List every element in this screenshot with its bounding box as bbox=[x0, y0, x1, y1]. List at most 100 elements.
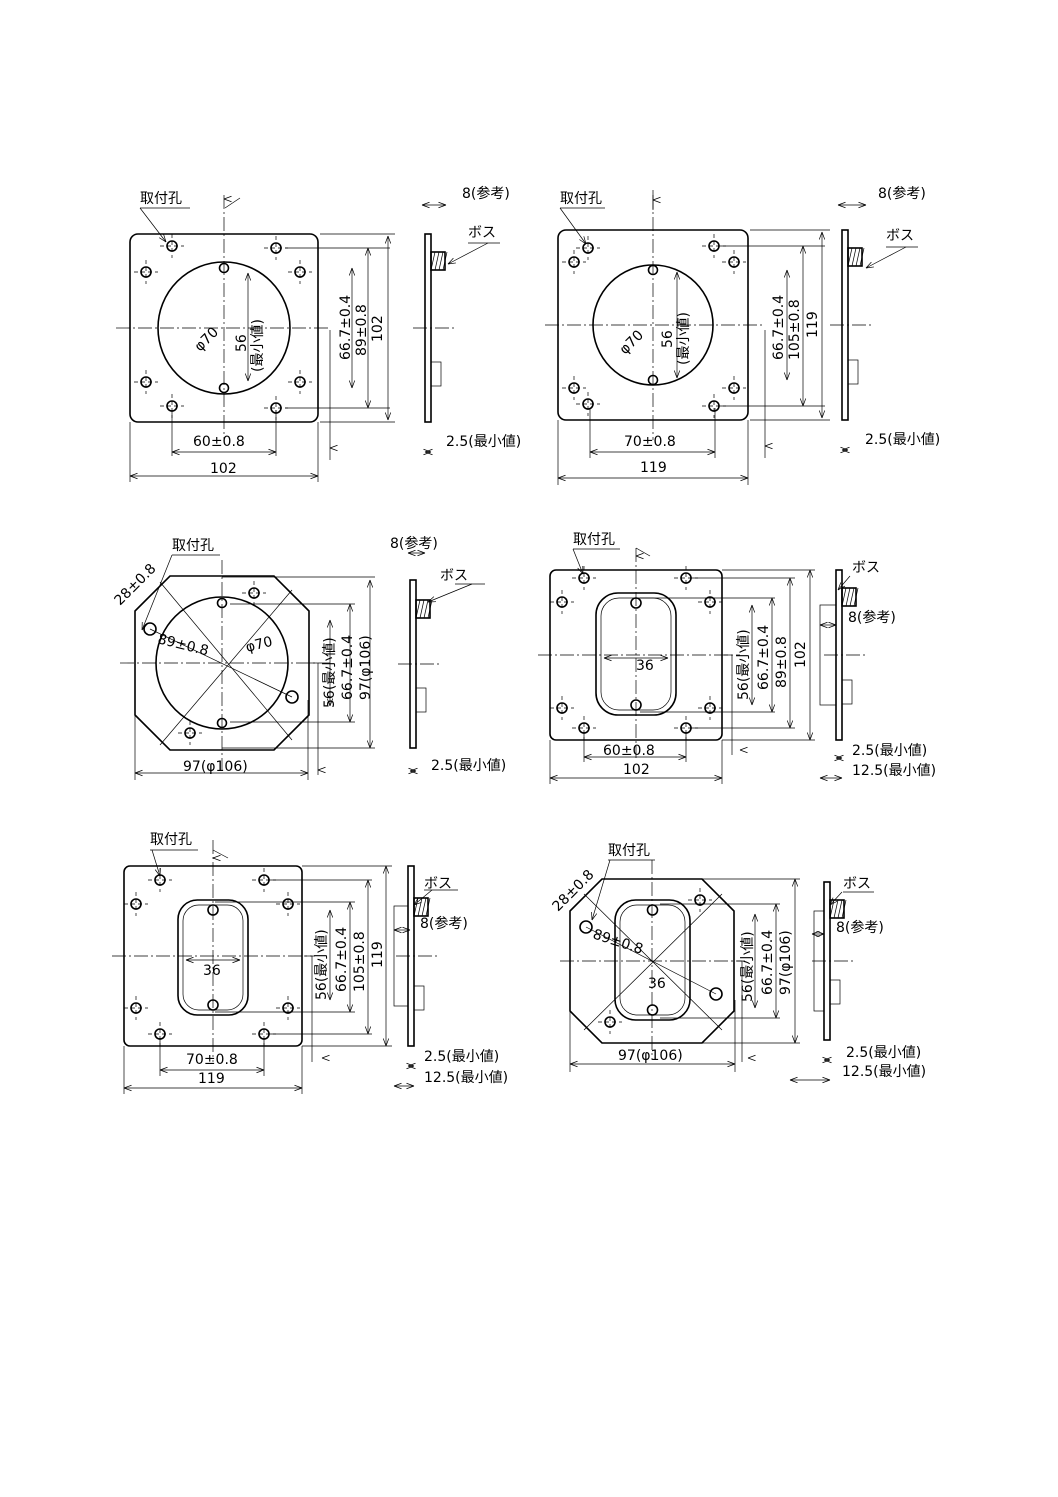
dim-thickness: 2.5(最小値) bbox=[431, 758, 506, 774]
arrowhead bbox=[393, 1082, 402, 1090]
arrowhead bbox=[329, 444, 338, 452]
arrowhead bbox=[185, 956, 194, 964]
arrowhead bbox=[346, 901, 354, 910]
arrowhead bbox=[384, 412, 392, 421]
dim-66-7: 66.7±0.4 bbox=[760, 930, 776, 995]
dim-depth: 12.5(最小値) bbox=[852, 763, 936, 779]
dim-min-56: 56(最小値) bbox=[322, 637, 338, 708]
arrowhead bbox=[786, 720, 794, 729]
side-tab bbox=[430, 361, 442, 387]
label-boss: ボス bbox=[440, 568, 468, 584]
mounting-hole bbox=[647, 264, 659, 276]
arrowhead bbox=[660, 654, 669, 662]
arrowhead bbox=[417, 549, 426, 557]
arrowhead bbox=[673, 271, 681, 280]
dim-slot-36: 36 bbox=[636, 658, 654, 674]
arrowhead bbox=[783, 269, 791, 278]
arrowhead bbox=[223, 195, 232, 203]
label-mount-hole: 取付孔 bbox=[150, 832, 192, 848]
arrowhead bbox=[828, 621, 837, 629]
arrowhead bbox=[806, 732, 814, 741]
leader-line bbox=[427, 583, 473, 603]
dim-hole-diameter: φ70 bbox=[192, 324, 222, 354]
dim-depth: 12.5(最小値) bbox=[842, 1064, 926, 1080]
arrowhead bbox=[829, 897, 838, 906]
boss-hatching bbox=[425, 897, 431, 917]
label-mount-hole: 取付孔 bbox=[140, 191, 182, 207]
label-mount-hole: 取付孔 bbox=[608, 843, 650, 859]
arrowhead bbox=[300, 769, 309, 777]
boss-hatching bbox=[430, 251, 436, 271]
side-tab bbox=[413, 985, 425, 1011]
leader-line bbox=[559, 207, 587, 245]
arrowhead bbox=[751, 913, 759, 922]
dim-thickness: 2.5(最小値) bbox=[852, 743, 927, 759]
dim-slot-36: 36 bbox=[648, 976, 666, 992]
boss-hatching bbox=[847, 247, 853, 267]
arrowhead bbox=[714, 774, 723, 782]
dim-diag-89: 89±0.8 bbox=[156, 631, 210, 659]
figure-1-square-102-round: 取付孔 8(参考) ボス φ70 56 (最小値) 66.7±0.4 89±0.… bbox=[140, 185, 521, 477]
leader-line bbox=[447, 242, 489, 265]
label-boss: ボス bbox=[424, 876, 452, 892]
arrowhead bbox=[406, 1082, 415, 1090]
mounting-hole bbox=[579, 920, 593, 934]
arrowhead bbox=[822, 1076, 831, 1084]
label-mount-hole: 取付孔 bbox=[560, 191, 602, 207]
dim-pitch: 60±0.8 bbox=[603, 743, 655, 759]
arrowhead bbox=[840, 446, 849, 454]
arrowhead bbox=[835, 754, 844, 762]
arrowhead bbox=[364, 247, 372, 256]
dim-min-56: 56(最小値) bbox=[314, 929, 330, 1000]
leader-line bbox=[829, 891, 843, 906]
dim-slot-36: 36 bbox=[203, 963, 221, 979]
arrowhead bbox=[348, 380, 356, 389]
arrowhead bbox=[727, 1060, 736, 1068]
leader-line bbox=[139, 207, 167, 243]
arrowhead bbox=[346, 714, 354, 723]
arrowhead bbox=[159, 1066, 168, 1074]
dim-97: 97(φ106) bbox=[778, 930, 794, 995]
boss-hatching bbox=[438, 251, 444, 271]
arrowhead bbox=[134, 769, 143, 777]
leader-line bbox=[572, 548, 584, 575]
dim-min-label: (最小値) bbox=[676, 312, 692, 365]
arrowhead bbox=[421, 201, 430, 209]
arrowhead bbox=[154, 867, 161, 877]
arrowhead bbox=[764, 442, 773, 450]
slot-opening bbox=[595, 592, 677, 716]
arrowhead bbox=[858, 201, 867, 209]
arrowhead bbox=[818, 410, 826, 419]
boss-hatching bbox=[423, 599, 429, 619]
leader-line bbox=[837, 575, 851, 591]
dim-width: 102 bbox=[210, 461, 237, 477]
square-plate bbox=[557, 229, 749, 421]
boss-hatching bbox=[415, 599, 421, 619]
arrowhead bbox=[326, 992, 334, 1001]
line bbox=[635, 547, 651, 557]
arrowhead bbox=[579, 236, 587, 245]
boss-hatching bbox=[434, 251, 440, 271]
boss-hatching bbox=[427, 599, 433, 619]
arrowhead bbox=[232, 956, 241, 964]
arrowhead bbox=[816, 930, 825, 938]
arrowhead bbox=[382, 865, 390, 874]
boss-hatching bbox=[841, 587, 847, 607]
dim-pitch: 60±0.8 bbox=[193, 434, 245, 450]
dim-min-56: 56 bbox=[234, 334, 250, 352]
dim-thickness: 2.5(最小値) bbox=[865, 432, 940, 448]
line bbox=[212, 849, 229, 859]
mounting-hole bbox=[143, 622, 157, 636]
arrowhead bbox=[673, 370, 681, 379]
mounting-hole bbox=[216, 717, 228, 729]
boss-hatching bbox=[413, 897, 419, 917]
arrowhead bbox=[748, 604, 756, 613]
dim-width: 97(φ106) bbox=[183, 759, 248, 775]
label-mount-hole: 取付孔 bbox=[172, 538, 214, 554]
arrowhead bbox=[438, 201, 447, 209]
arrowhead bbox=[772, 1010, 780, 1019]
arrowhead bbox=[707, 448, 716, 456]
boss-hatching bbox=[837, 899, 843, 919]
dim-hole-diameter: φ70 bbox=[244, 634, 274, 656]
label-boss: ボス bbox=[468, 225, 496, 241]
